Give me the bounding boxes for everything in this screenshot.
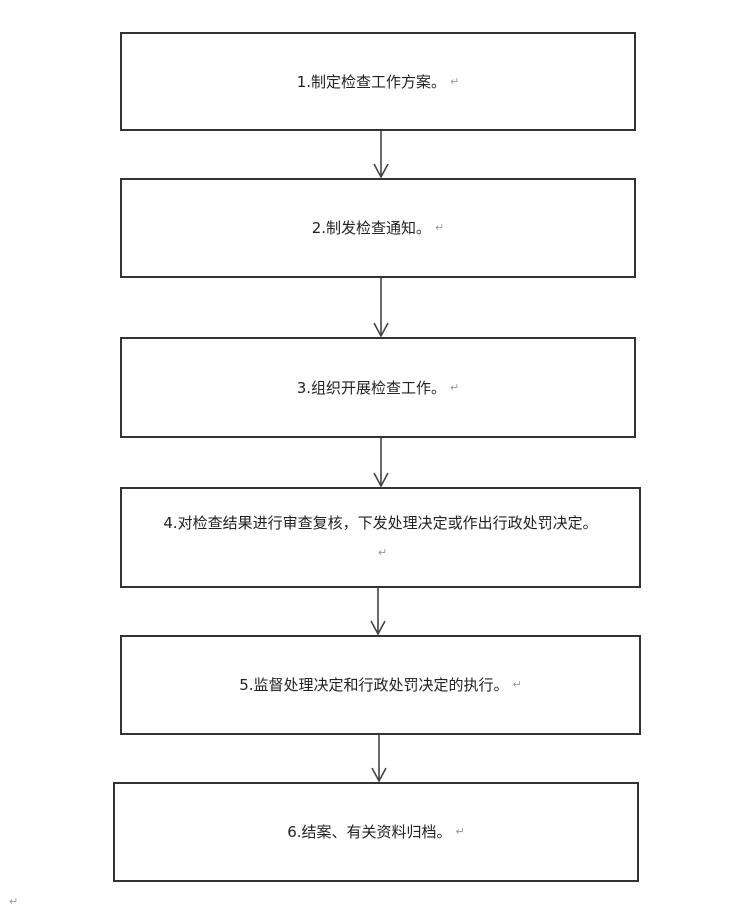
step-2-box: 2.制发检查通知。↵ [120,178,636,278]
step-5-box: 5.监督处理决定和行政处罚决定的执行。↵ [120,635,641,735]
arrow-4-5 [370,588,386,636]
paragraph-mark: ↵ [450,74,460,88]
arrow-3-4 [373,438,389,488]
paragraph-mark: ↵ [9,895,19,908]
paragraph-mark: ↵ [377,545,388,559]
step-6-text: 6.结案、有关资料归档。 [287,823,452,841]
paragraph-mark: ↵ [512,678,522,691]
step-5-text: 5.监督处理决定和行政处罚决定的执行。 [239,676,509,694]
step-3-text: 3.组织开展检查工作。 [296,378,447,397]
paragraph-mark: ↵ [450,380,460,394]
arrow-5-6 [371,735,387,783]
paragraph-mark: ↵ [435,221,445,234]
arrow-1-2 [373,131,389,179]
step-2-text: 2.制发检查通知。 [311,219,432,237]
paragraph-mark: ↵ [455,825,465,838]
step-3-box: 3.组织开展检查工作。↵ [120,337,636,438]
step-1-box: 1.制定检查工作方案。↵ [120,32,636,131]
arrow-2-3 [373,278,389,338]
step-4-box: 4.对检查结果进行审查复核，下发处理决定或作出行政处罚决定。 ↵ [120,487,641,588]
step-4-text: 4.对检查结果进行审查复核，下发处理决定或作出行政处罚决定。 [163,513,598,532]
step-1-text: 1.制定检查工作方案。 [296,72,447,91]
step-6-box: 6.结案、有关资料归档。↵ [113,782,639,882]
